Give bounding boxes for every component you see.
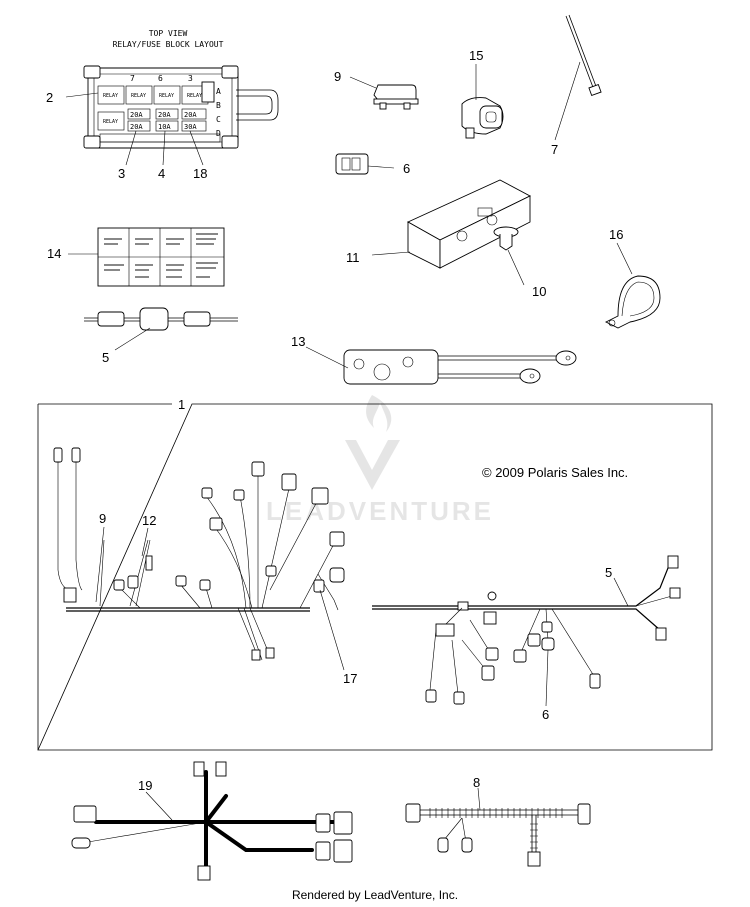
callout-18: 18 (193, 166, 207, 181)
fuse-rating: 30A (184, 123, 197, 131)
fuse-block-diagram: TOP VIEW RELAY/FUSE BLOCK LAYOUT 7 6 3 A… (65, 29, 279, 166)
fuse-row-label-d: D (216, 129, 221, 138)
sub-harness-19 (71, 761, 353, 881)
callout-14: 14 (47, 246, 61, 261)
callout-3: 3 (118, 166, 125, 181)
fuse-row-label-a: A (216, 87, 221, 96)
callout-5-fuse-holder: 5 (102, 350, 109, 365)
p-clamp-part (604, 242, 661, 329)
relay-label: RELAY (131, 93, 146, 99)
ground-strap-part (305, 346, 577, 385)
callout-2: 2 (46, 90, 53, 105)
callout-11: 11 (346, 250, 360, 265)
callout-5-harness: 5 (605, 565, 612, 580)
callout-8: 8 (473, 775, 480, 790)
fuse-rating: 20A (184, 111, 197, 119)
callout-7: 7 (551, 142, 558, 157)
callout-1: 1 (178, 397, 185, 412)
callout-9-relay: 9 (334, 69, 341, 84)
callout-numbers: 2 3 4 18 14 5 9 15 7 6 11 10 16 13 1 9 1… (46, 48, 623, 793)
callout-15: 15 (469, 48, 483, 63)
sub-harness-8 (405, 787, 591, 867)
callout-4: 4 (158, 166, 165, 181)
cable-tie-part (554, 14, 602, 141)
callout-16: 16 (609, 227, 623, 242)
rendered-by-footer: Rendered by LeadVenture, Inc. (291, 888, 459, 902)
fuse-column-label-3: 3 (188, 74, 193, 83)
convoluted-tubing (429, 808, 563, 818)
copyright-notice: © 2009 Polaris Sales Inc. (482, 465, 628, 480)
relay-label: RELAY (103, 93, 118, 99)
push-rivet-part (493, 226, 525, 286)
relay-label: RELAY (187, 93, 202, 99)
relay-part (349, 76, 419, 110)
callout-6-connector: 6 (403, 161, 410, 176)
fuse-column-label-1: 7 (130, 74, 135, 83)
relay-decal (68, 227, 225, 287)
callout-6-harness: 6 (542, 707, 549, 722)
fuse-block-title-line2: RELAY/FUSE BLOCK LAYOUT (113, 40, 224, 49)
circuit-breaker-part (461, 64, 504, 139)
main-harness-assembly: © 2009 Polaris Sales Inc. (37, 403, 713, 751)
bracket-part (371, 179, 531, 269)
relay-label: RELAY (159, 93, 174, 99)
callout-19: 19 (138, 778, 152, 793)
fuse-block-housing (87, 67, 239, 149)
connector-part (335, 153, 395, 175)
fuse-rating: 10A (158, 123, 171, 131)
callout-10: 10 (532, 284, 546, 299)
fuse-rating: 20A (130, 111, 143, 119)
callout-12: 12 (142, 513, 156, 528)
watermark: LEADVENTURE (266, 395, 494, 526)
fuse-block-title-line1: TOP VIEW (149, 29, 188, 38)
fuse-row-label-b: B (216, 101, 221, 110)
inline-fuse-holder (84, 307, 238, 351)
callout-9-harness: 9 (99, 511, 106, 526)
fuse-row-label-c: C (216, 115, 221, 124)
fuse-column-label-2: 6 (158, 74, 163, 83)
callout-17: 17 (343, 671, 357, 686)
fuse-rating: 20A (158, 111, 171, 119)
fuse-rating: 20A (130, 123, 143, 131)
relay-label: RELAY (103, 119, 118, 125)
callout-13: 13 (291, 334, 305, 349)
watermark-text: LEADVENTURE (266, 496, 494, 526)
